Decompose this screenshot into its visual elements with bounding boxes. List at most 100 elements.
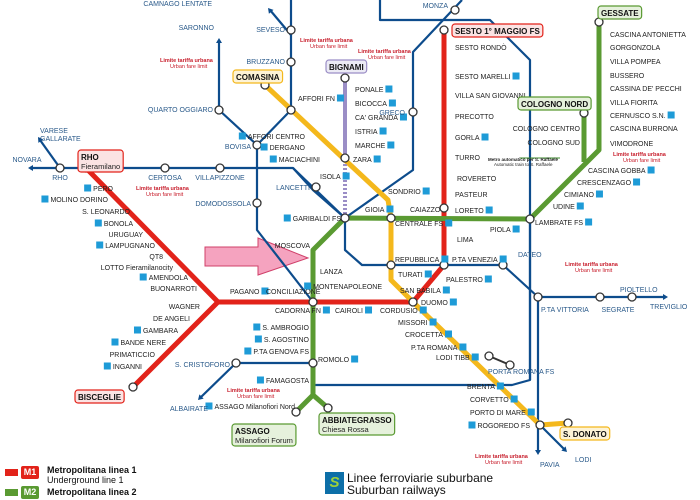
station-sesto-rond-: SESTO RONDÒ (455, 43, 507, 52)
station-label: CENTRALE FS (395, 221, 444, 228)
terminal-s-donato: S. DONATO (559, 426, 611, 441)
station-cascina-gobba: CASCINA GOBBA (588, 166, 655, 175)
station-label: CADORNA FN (275, 308, 321, 315)
station-node (128, 382, 138, 392)
accessibility-icon (399, 113, 407, 121)
station-label: ALBAIRATE (170, 406, 208, 413)
station-molino-dorino: MOLINO DORINO (41, 195, 109, 204)
station-label: GORLA (455, 135, 480, 142)
station-label: GALLARATE (40, 136, 81, 143)
station-turati: TURATI (398, 270, 432, 279)
station-node (160, 163, 170, 173)
accessibility-icon (499, 255, 507, 263)
station-rho: RHO (52, 175, 68, 182)
station-pagano: PAGANO (230, 287, 269, 296)
station-label: QT8 (149, 254, 163, 261)
station-label: GRECO (379, 110, 405, 117)
accessibility-icon (445, 219, 453, 227)
station-label: ROGOREDO FS (477, 423, 530, 430)
station-node (340, 153, 350, 163)
station-label: SONDRIO (388, 189, 421, 196)
fare-limit-en: Urban fare limit (368, 55, 406, 61)
legend-m1-swatch (5, 469, 18, 476)
station-label: CA' GRANDA (355, 115, 398, 122)
accessibility-icon (481, 133, 489, 141)
fare-limit-it: Limite tariffa urbana (358, 49, 412, 55)
station-label: PAGANO (230, 289, 260, 296)
station-label: LAMBRATE FS (535, 220, 583, 227)
terminal-box (451, 23, 544, 38)
fare-limit-en: Urban fare limit (623, 158, 661, 164)
station-label: LOTTO Fieramilanocity (101, 265, 174, 272)
station-label: DATEO (518, 252, 542, 259)
accessibility-icon (512, 225, 520, 233)
station-bruzzano: BRUZZANO (247, 59, 286, 66)
station-p-ta-vittoria: P.TA VITTORIA (541, 307, 589, 314)
station-node (308, 358, 318, 368)
terminal-bisceglie: BISCEGLIE (74, 389, 125, 404)
station-label: VIMODRONE (610, 141, 654, 148)
station-label: DERGANO (270, 145, 306, 152)
fare-limit-it: Limite tariffa urbana (300, 38, 354, 44)
accessibility-icon (304, 282, 312, 290)
station-sesto-marelli: SESTO MARELLI (455, 72, 520, 81)
accessibility-icon (238, 132, 246, 140)
station-famagosta: FAMAGOSTA (256, 376, 309, 385)
station-label: CROCETTA (405, 332, 443, 339)
terminal-box (517, 96, 592, 111)
station-cologno-centro: COLOGNO CENTRO (513, 126, 581, 133)
accessibility-icon (133, 326, 141, 334)
terminal-gessate: GESSATE (597, 5, 643, 20)
station-node (214, 105, 224, 115)
station-cimiano: CIMIANO (564, 190, 603, 199)
station-romolo: ROMOLO (318, 355, 359, 364)
station-label: AMENDOLA (149, 275, 189, 282)
san-raffaele-it: Metro automatico per S. Raffaele (488, 157, 559, 162)
suburban-line-west (30, 166, 346, 219)
station-label: S. AMBROGIO (262, 325, 309, 332)
accessibility-icon (442, 286, 450, 294)
station-label: CIMIANO (564, 192, 595, 199)
san-raffaele-en: Automatic train to S. Raffaele (494, 162, 553, 167)
station-bande-nere: BANDE NERE (111, 338, 166, 347)
station-label: SEGRATE (602, 307, 635, 314)
accessibility-icon (484, 275, 492, 283)
terminal-box (325, 59, 368, 74)
accessibility-icon (496, 382, 504, 390)
station-cascina-burrona: CASCINA BURRONA (610, 126, 678, 133)
station-monza: MONZA (423, 3, 449, 10)
arrow-lodi (561, 446, 567, 452)
accessibility-icon (459, 343, 467, 351)
station-node (439, 25, 449, 35)
station-node (408, 297, 418, 307)
station-node (595, 292, 605, 302)
station-node (525, 214, 535, 224)
accessibility-icon (388, 99, 396, 107)
station-node (286, 57, 296, 67)
station-label: URUGUAY (109, 232, 144, 239)
station-node (535, 420, 545, 430)
station-node (386, 213, 396, 223)
station-seveso: SEVESO (256, 27, 285, 34)
station-quarto-oggiaro: QUARTO OGGIARO (148, 107, 214, 114)
station-label: BUONARROTI (150, 286, 197, 293)
station-saronno: SARONNO (179, 25, 215, 32)
station-lodi: LODI (575, 457, 591, 464)
san-raffaele-note: Metro automatico per S. RaffaeleAutomati… (488, 157, 559, 167)
legend-m1-it: Metropolitana linea 1 (47, 465, 137, 475)
fare-limit-en: Urban fare limit (485, 460, 523, 466)
station-node (450, 5, 460, 15)
station-label: VARESE (40, 128, 68, 135)
station-cairoli: CAIROLI (335, 306, 373, 315)
terminal-subtitle: Chiesa Rossa (322, 425, 370, 434)
fare-limit-en: Urban fare limit (237, 394, 275, 400)
station-affori-centro: AFFORI CENTRO (238, 132, 306, 141)
station-bicocca: BICOCCA (355, 99, 396, 108)
m2-badge: M2 (21, 486, 39, 499)
